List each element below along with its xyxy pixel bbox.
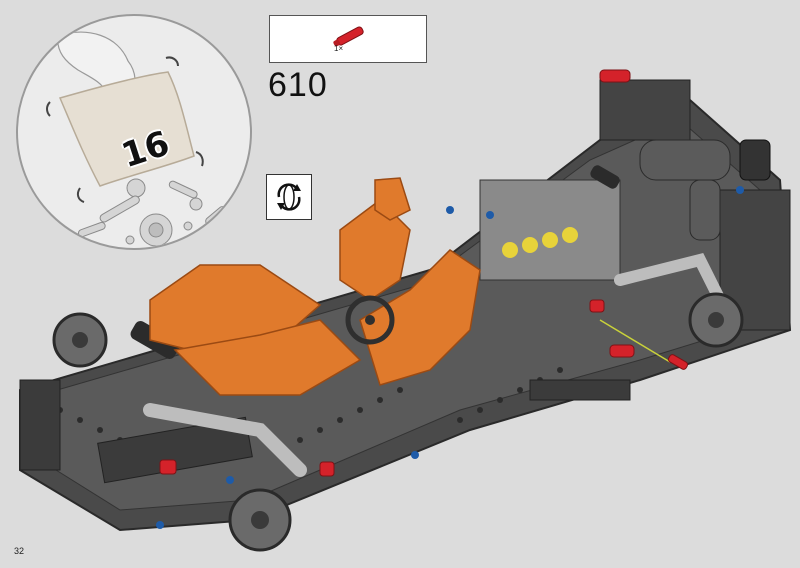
part-pin-icon	[333, 26, 364, 47]
steering-wheel-icon	[345, 295, 395, 345]
part-quantity: 1×	[334, 44, 344, 53]
step-number: 610	[268, 66, 328, 104]
shake-line-icon	[165, 56, 179, 67]
exhaust-icon	[639, 139, 731, 181]
bag-icon	[58, 71, 195, 187]
rotate-indicator	[266, 174, 312, 220]
engine-block	[479, 139, 771, 281]
beam-icon	[99, 195, 140, 223]
page-number: 32	[14, 546, 25, 556]
pin-icon	[125, 235, 135, 245]
bag-bubble: 16	[16, 14, 252, 250]
red-parts	[159, 69, 635, 477]
parts-callout: 1×	[269, 15, 427, 63]
gear-icon	[189, 197, 203, 211]
wheel-hub-front	[52, 312, 292, 552]
blue-pins	[156, 186, 744, 529]
beam-icon	[205, 206, 227, 226]
shake-line-icon	[195, 151, 204, 167]
beam-icon	[77, 221, 106, 238]
wheel-hub-rear	[688, 292, 744, 348]
seats	[149, 177, 481, 396]
spilled-parts	[77, 178, 227, 247]
rotate-model-icon	[277, 183, 301, 211]
beam-icon	[168, 180, 198, 199]
pin-icon	[183, 221, 193, 231]
bag-illustration	[46, 31, 227, 247]
shake-line-icon	[76, 187, 85, 203]
inserted-pin	[599, 319, 689, 370]
shake-line-icon	[46, 101, 51, 117]
